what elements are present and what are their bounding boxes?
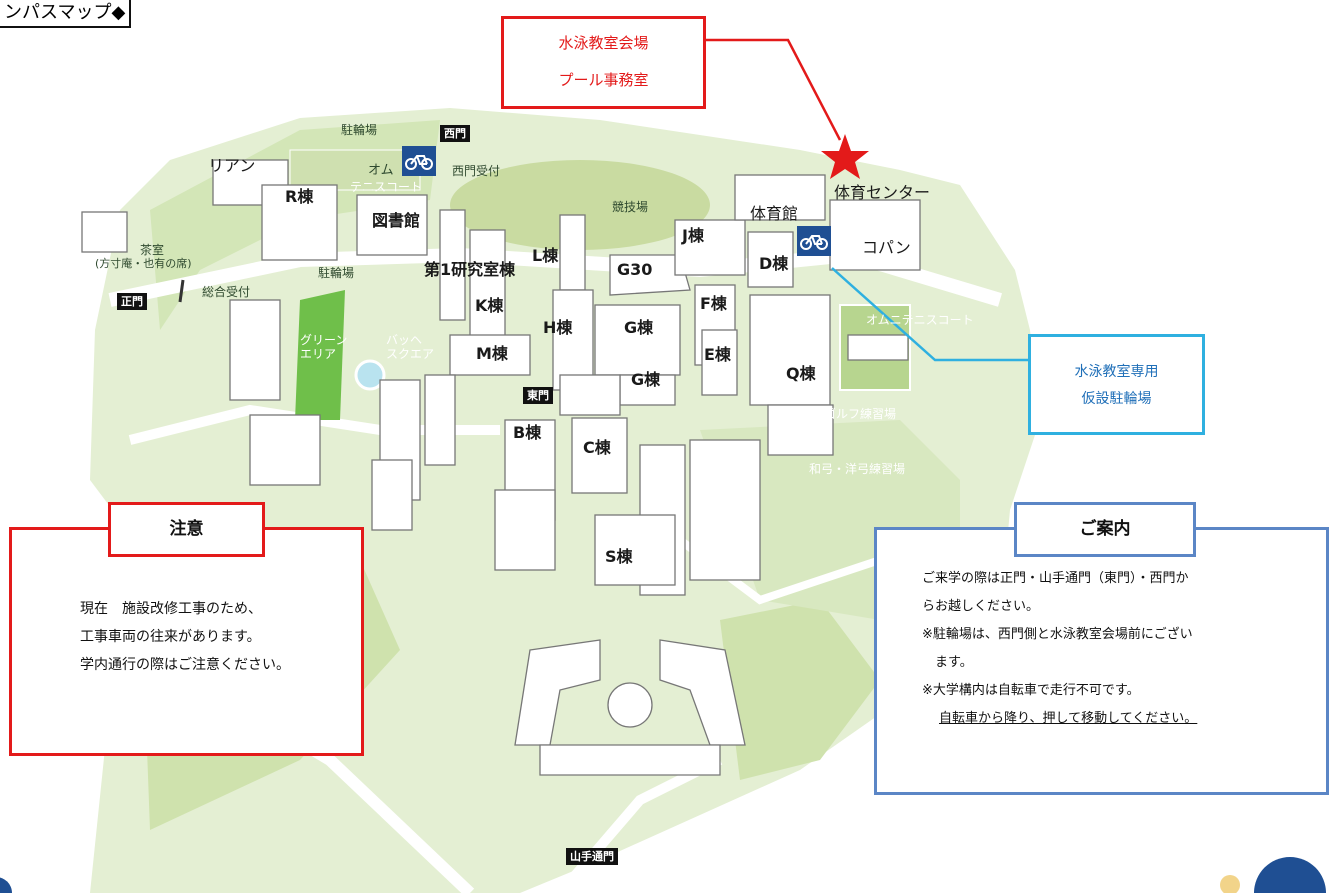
lawn-southeast [720,600,880,780]
gate-marker-main [178,279,185,303]
caution-text: 現在 施設改修工事のため、 工事車両の往来があります。 学内通行の際はご注意くだ… [80,595,290,679]
guide-line-5: ※大学構内は自転車で走行不可です。 [922,683,1140,698]
west-gate-label: 西門 [440,125,470,142]
pool-callout-line2: プール事務室 [558,71,649,89]
main-gate-label: 正門 [117,293,147,310]
building-label-b: B棟 [513,423,542,442]
pool-callout-line1: 水泳教室会場 [558,34,649,52]
stadium-field [450,160,710,250]
bicycle-icon [800,235,828,250]
red-star-icon [821,134,869,179]
guide-line-3: ※駐輪場は、西門側と水泳教室会場前にござい [922,627,1193,642]
building-label-h: H棟 [543,318,573,337]
yamate-gate-label: 山手通門 [566,848,618,865]
pool-leader-line [706,38,842,141]
east-gate-label: 東門 [523,387,553,404]
building-label-lab1: 第1研究室棟 [424,260,516,279]
building-label-s: S棟 [605,547,633,566]
building-label-f: F棟 [700,294,727,313]
caution-line-1: 現在 施設改修工事のため、 [80,601,262,617]
bicycle-icon [405,155,433,170]
building-shapes [81,159,921,776]
area-label-bike-parking-south: 駐輪場 [318,266,355,280]
parking-callout-line2: 仮設駐輪場 [1081,391,1152,407]
building-label-e: E棟 [704,345,731,364]
parking-callout: 水泳教室専用 仮設駐輪場 [1028,334,1205,435]
building-label-m: M棟 [476,344,508,363]
area-label-tea-room: 茶室 [140,243,165,257]
building-label-j: J棟 [682,226,704,245]
building-label-g30: G30 [617,260,653,279]
caution-line-3: 学内通行の際はご注意ください。 [80,657,290,673]
guide-panel: ご来学の際は正門・山手通門（東門）・西門か らお越しください。 ※駐輪場は、西門… [874,527,1329,795]
area-label-tennis-west: テニスコート [350,180,423,194]
area-label-omni-tennis: オムニテニスコート [866,313,974,327]
bike-parking-icon-east [797,226,831,256]
corner-ornament-right [1254,857,1326,893]
flower-icon [1220,875,1240,893]
building-label-rian: リアン [208,156,256,175]
caution-title: 注意 [108,502,265,557]
guide-line-2: らお越しください。 [922,599,1040,614]
guide-line-6: 自転車から降り、押して移動してください。 [939,711,1198,726]
building-label-q: Q棟 [786,364,816,383]
area-label-bike-parking-north: 駐輪場 [341,123,378,137]
green-area [295,290,345,420]
building-label-g-upper: G棟 [624,318,654,337]
guide-text: ご来学の際は正門・山手通門（東門）・西門か らお越しください。 ※駐輪場は、西門… [922,565,1197,733]
building-label-k: K棟 [475,296,504,315]
area-label-bach-square: バッヘ スクエア [386,333,435,361]
area-label-stadium: 競技場 [612,200,649,214]
parking-callout-line1: 水泳教室専用 [1074,364,1159,380]
area-label-golf: ゴルフ練習場 [824,407,897,421]
building-label-g-lower: G棟 [631,370,661,389]
building-label-r: R棟 [285,187,314,206]
guide-line-4: ます。 [922,655,973,670]
guide-title: ご案内 [1014,502,1196,557]
area-label-west-reception: 西門受付 [452,164,501,178]
area-label-omni: オム [368,163,394,178]
building-label-sports-center: 体育センター [834,183,931,202]
caution-panel: 現在 施設改修工事のため、 工事車両の往来があります。 学内通行の際はご注意くだ… [9,527,364,756]
area-label-tea-room-sub: (方寸庵・也有の席) [95,257,192,270]
building-label-d: D棟 [759,254,789,273]
caution-line-2: 工事車両の往来があります。 [80,629,261,645]
parking-leader-line [831,267,1028,362]
building-label-c: C棟 [583,438,611,457]
building-label-gym: 体育館 [750,204,799,223]
corner-ornament-left [0,877,12,893]
page-title: ンパスマップ◆ [0,0,132,28]
building-label-library: 図書館 [372,211,421,230]
bike-parking-icon-west [402,146,436,176]
fountain [354,359,386,391]
area-label-green-area: グリーン エリア [300,333,348,361]
tennis-court-west [289,149,421,191]
building-label-l: L棟 [532,246,559,265]
area-label-main-reception: 総合受付 [202,285,251,299]
guide-line-1: ご来学の際は正門・山手通門（東門）・西門か [922,571,1189,586]
area-label-archery: 和弓・洋弓練習場 [809,462,906,476]
pool-callout: 水泳教室会場 プール事務室 [501,16,706,109]
building-label-kopan: コパン [862,238,911,257]
